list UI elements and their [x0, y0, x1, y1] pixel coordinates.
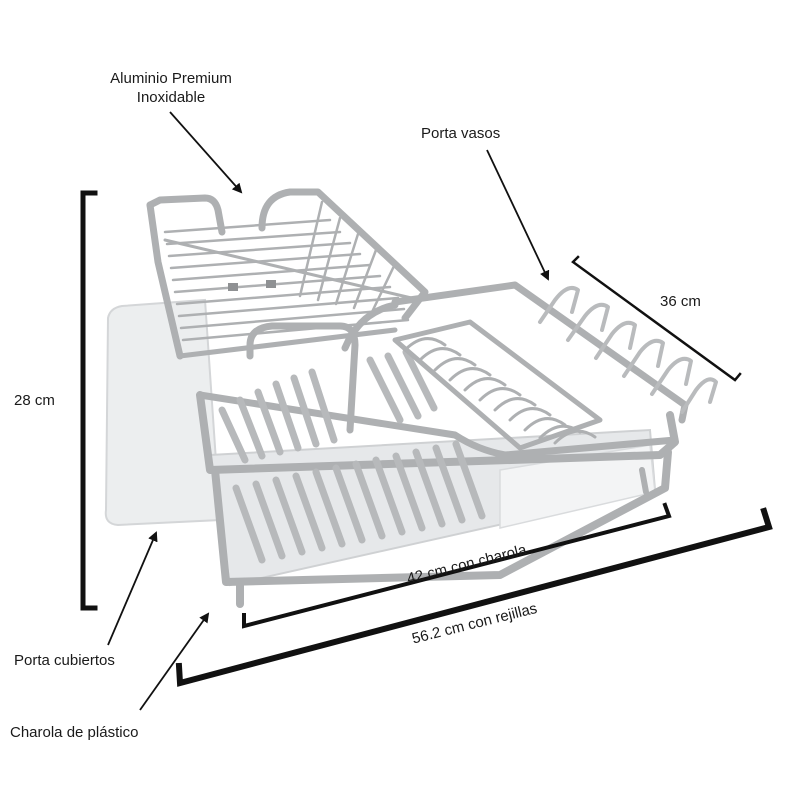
arrow-porta-vasos: [486, 149, 550, 281]
main-rack: [196, 281, 718, 608]
porta-cubiertos-label: Porta cubiertos: [14, 652, 115, 669]
dimension-height: [80, 190, 98, 611]
arrow-material: [169, 111, 243, 194]
depth-label: 36 cm: [660, 293, 701, 310]
dimension-depth: [571, 255, 742, 382]
dimension-width-racks: [175, 507, 773, 687]
dimension-width-tray: [242, 502, 672, 629]
basket-wires: [163, 200, 410, 342]
plate-rack: [392, 319, 603, 451]
material-label-line2: Inoxidable: [136, 89, 206, 106]
material-label: Aluminio Premium Inoxidable: [82, 69, 260, 107]
charola-label: Charola de plástico: [10, 724, 139, 741]
cup-holder-pegs: [538, 286, 718, 414]
arrow-charola: [139, 612, 210, 711]
material-label-line1: Aluminio Premium: [110, 70, 232, 87]
arrow-porta-cubiertos: [107, 531, 158, 646]
annotation-arrows: [107, 111, 550, 711]
floor-slats: [218, 348, 486, 564]
porta-vasos-label: Porta vasos: [421, 125, 501, 142]
dimension-lines: [80, 190, 773, 687]
height-label: 28 cm: [14, 392, 55, 409]
upper-basket: [146, 188, 429, 360]
